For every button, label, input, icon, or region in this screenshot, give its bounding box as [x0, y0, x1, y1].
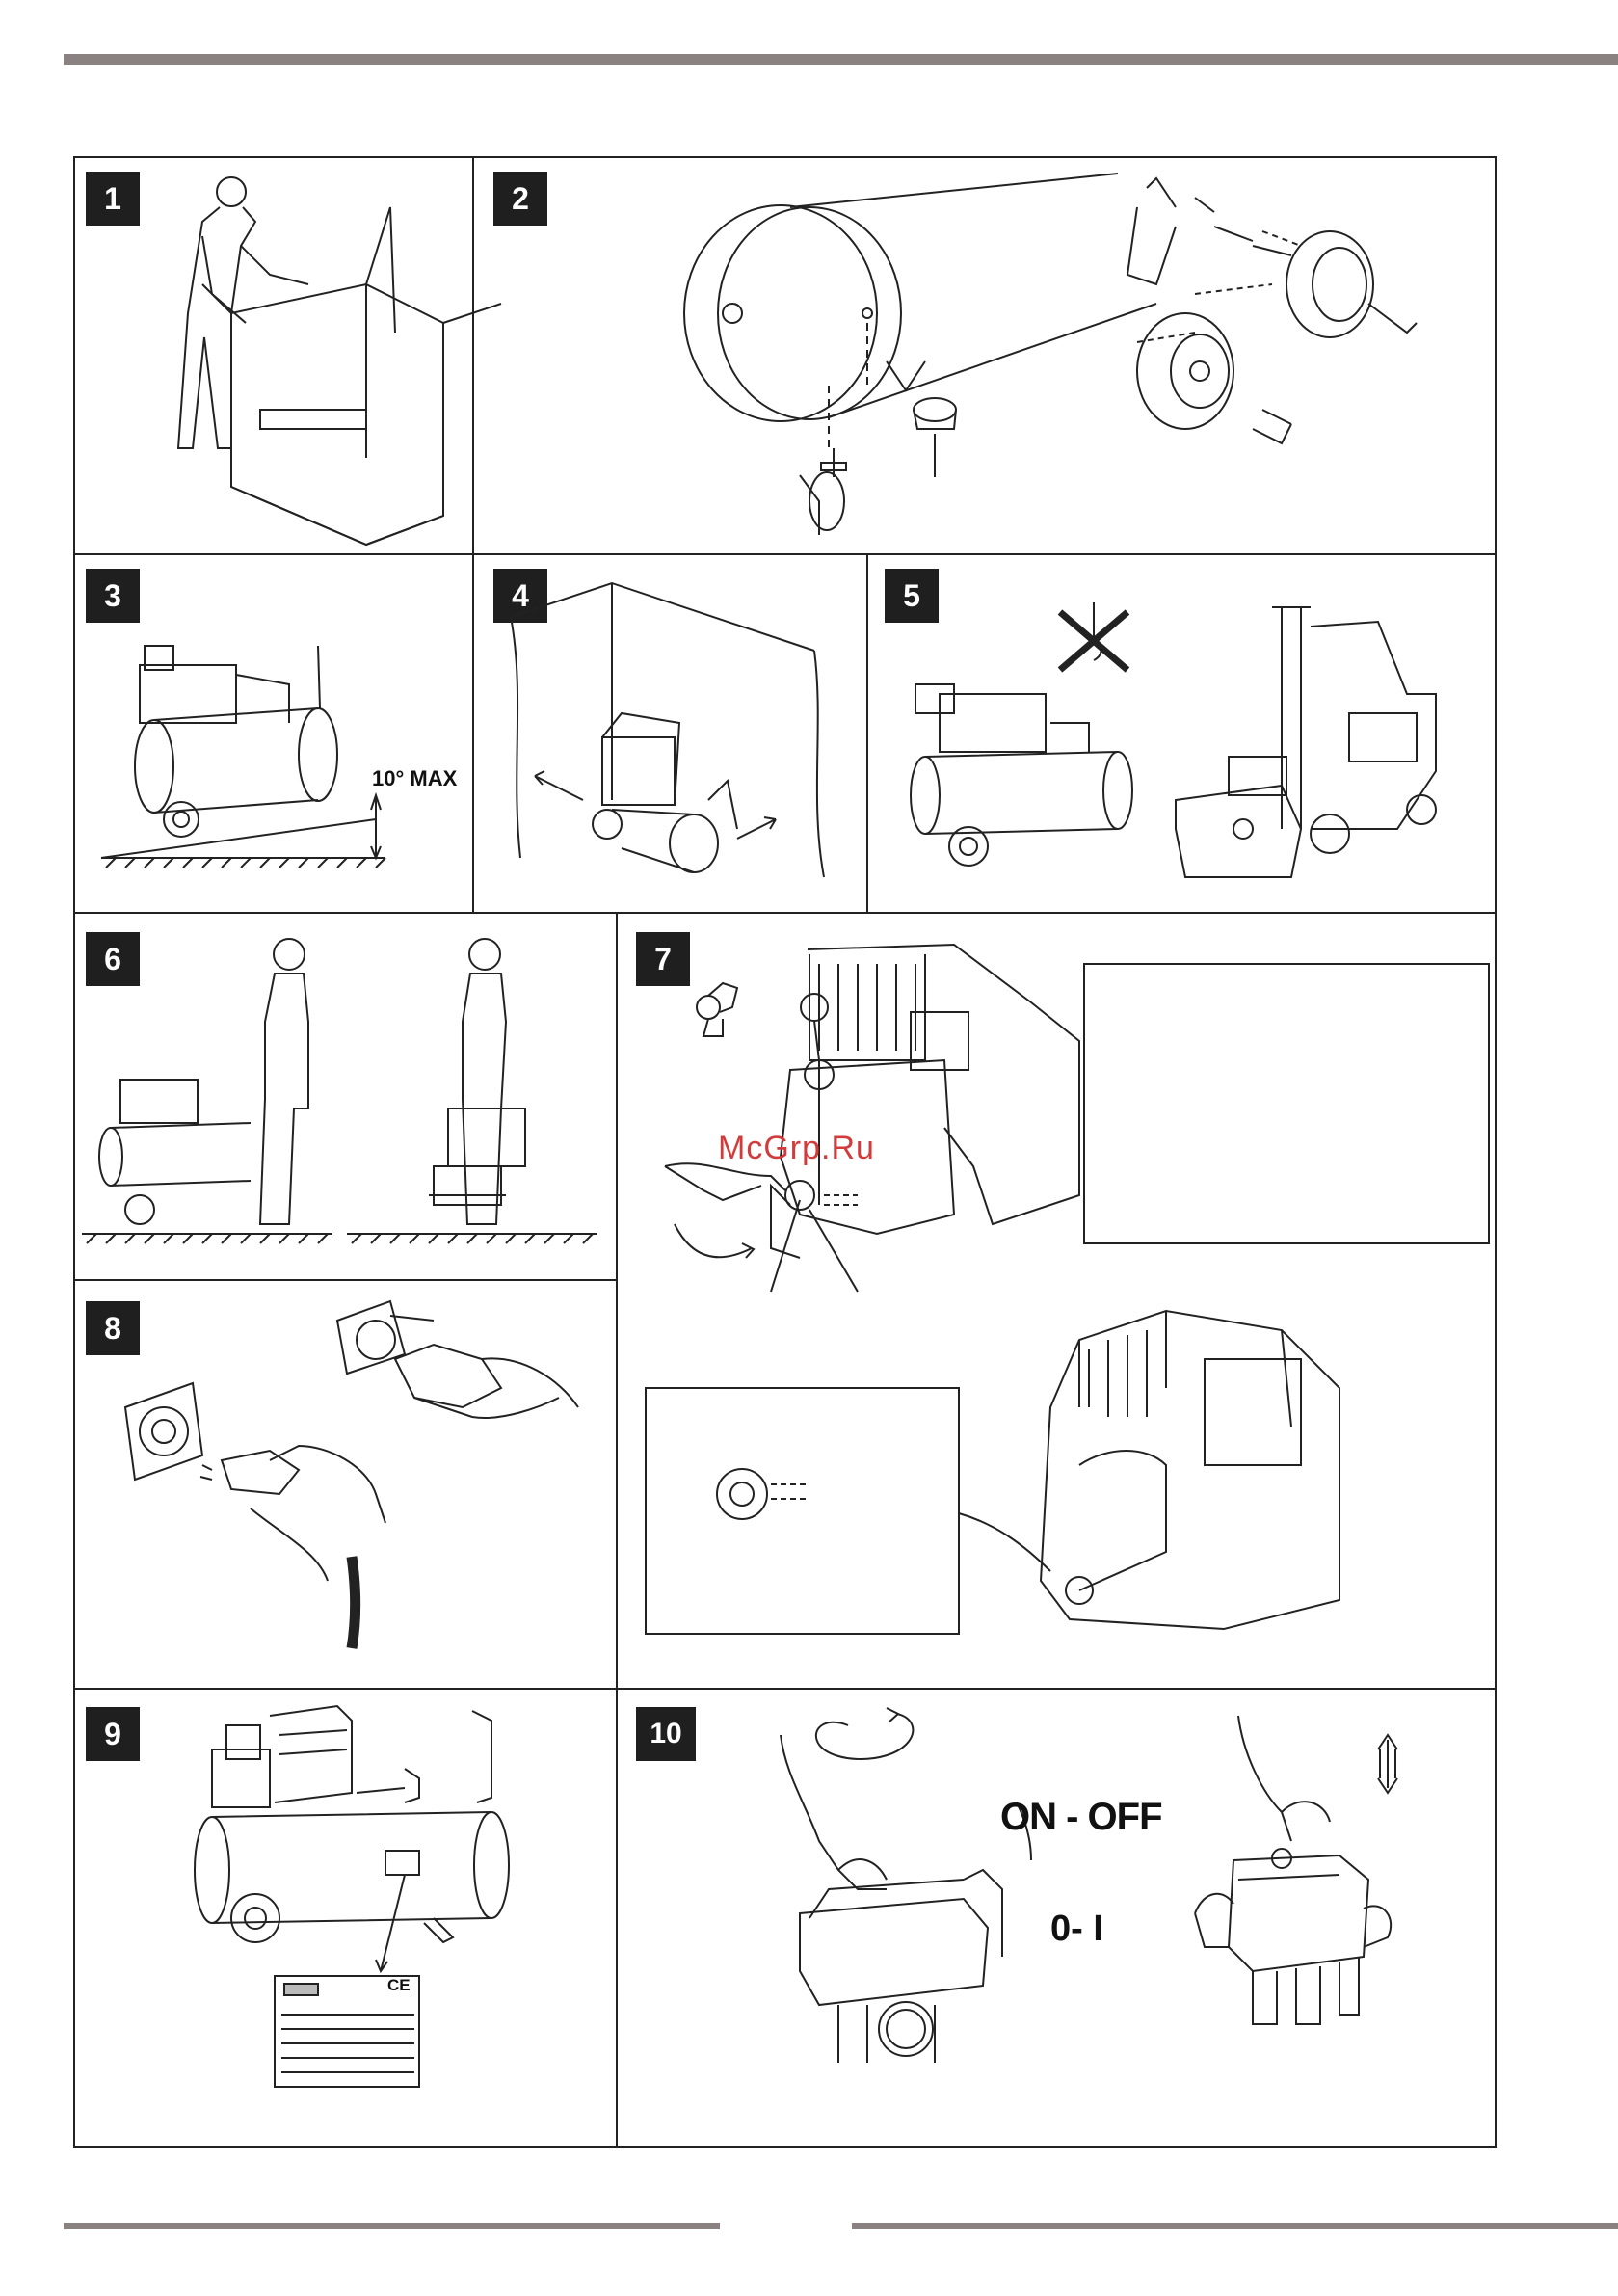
ce-mark: CE [387, 1976, 411, 1995]
bottom-rule-right [852, 2223, 1618, 2229]
tilt-label: 10° MAX [372, 766, 457, 791]
lifting-illustration [896, 598, 1474, 896]
step-badge-2: 2 [493, 172, 547, 226]
tilt-limit-illustration [96, 627, 395, 868]
data-plate-illustration [183, 1701, 530, 2125]
grid-col-line-b [866, 553, 868, 912]
unpacking-illustration [135, 169, 463, 545]
step-badge-1: 1 [86, 172, 140, 226]
bottom-rule-left [64, 2223, 720, 2229]
zero-one-label: 0- I [1050, 1909, 1103, 1950]
step-badge-9: 9 [86, 1707, 140, 1761]
top-rule [64, 54, 1618, 65]
grid-row-line-2 [73, 912, 1497, 914]
carrying-illustration [77, 935, 607, 1263]
grid-row-line-1 [73, 553, 1497, 555]
watermark: McGrp.Ru [718, 1130, 875, 1167]
oil-plug-illustration [626, 925, 1494, 1629]
grid-col-line-c [616, 912, 618, 2148]
grid-col-line-a [472, 156, 474, 912]
grid-row-line-3 [73, 1279, 616, 1281]
step-badge-10: 10 [636, 1707, 696, 1761]
on-off-label: ON - OFF [1000, 1796, 1162, 1839]
step-badge-3: 3 [86, 569, 140, 623]
wheel-assembly-illustration [675, 169, 1484, 545]
wall-clearance-illustration [506, 569, 853, 896]
plug-socket-illustration [116, 1301, 597, 1668]
grid-row-line-4 [73, 1688, 1497, 1690]
